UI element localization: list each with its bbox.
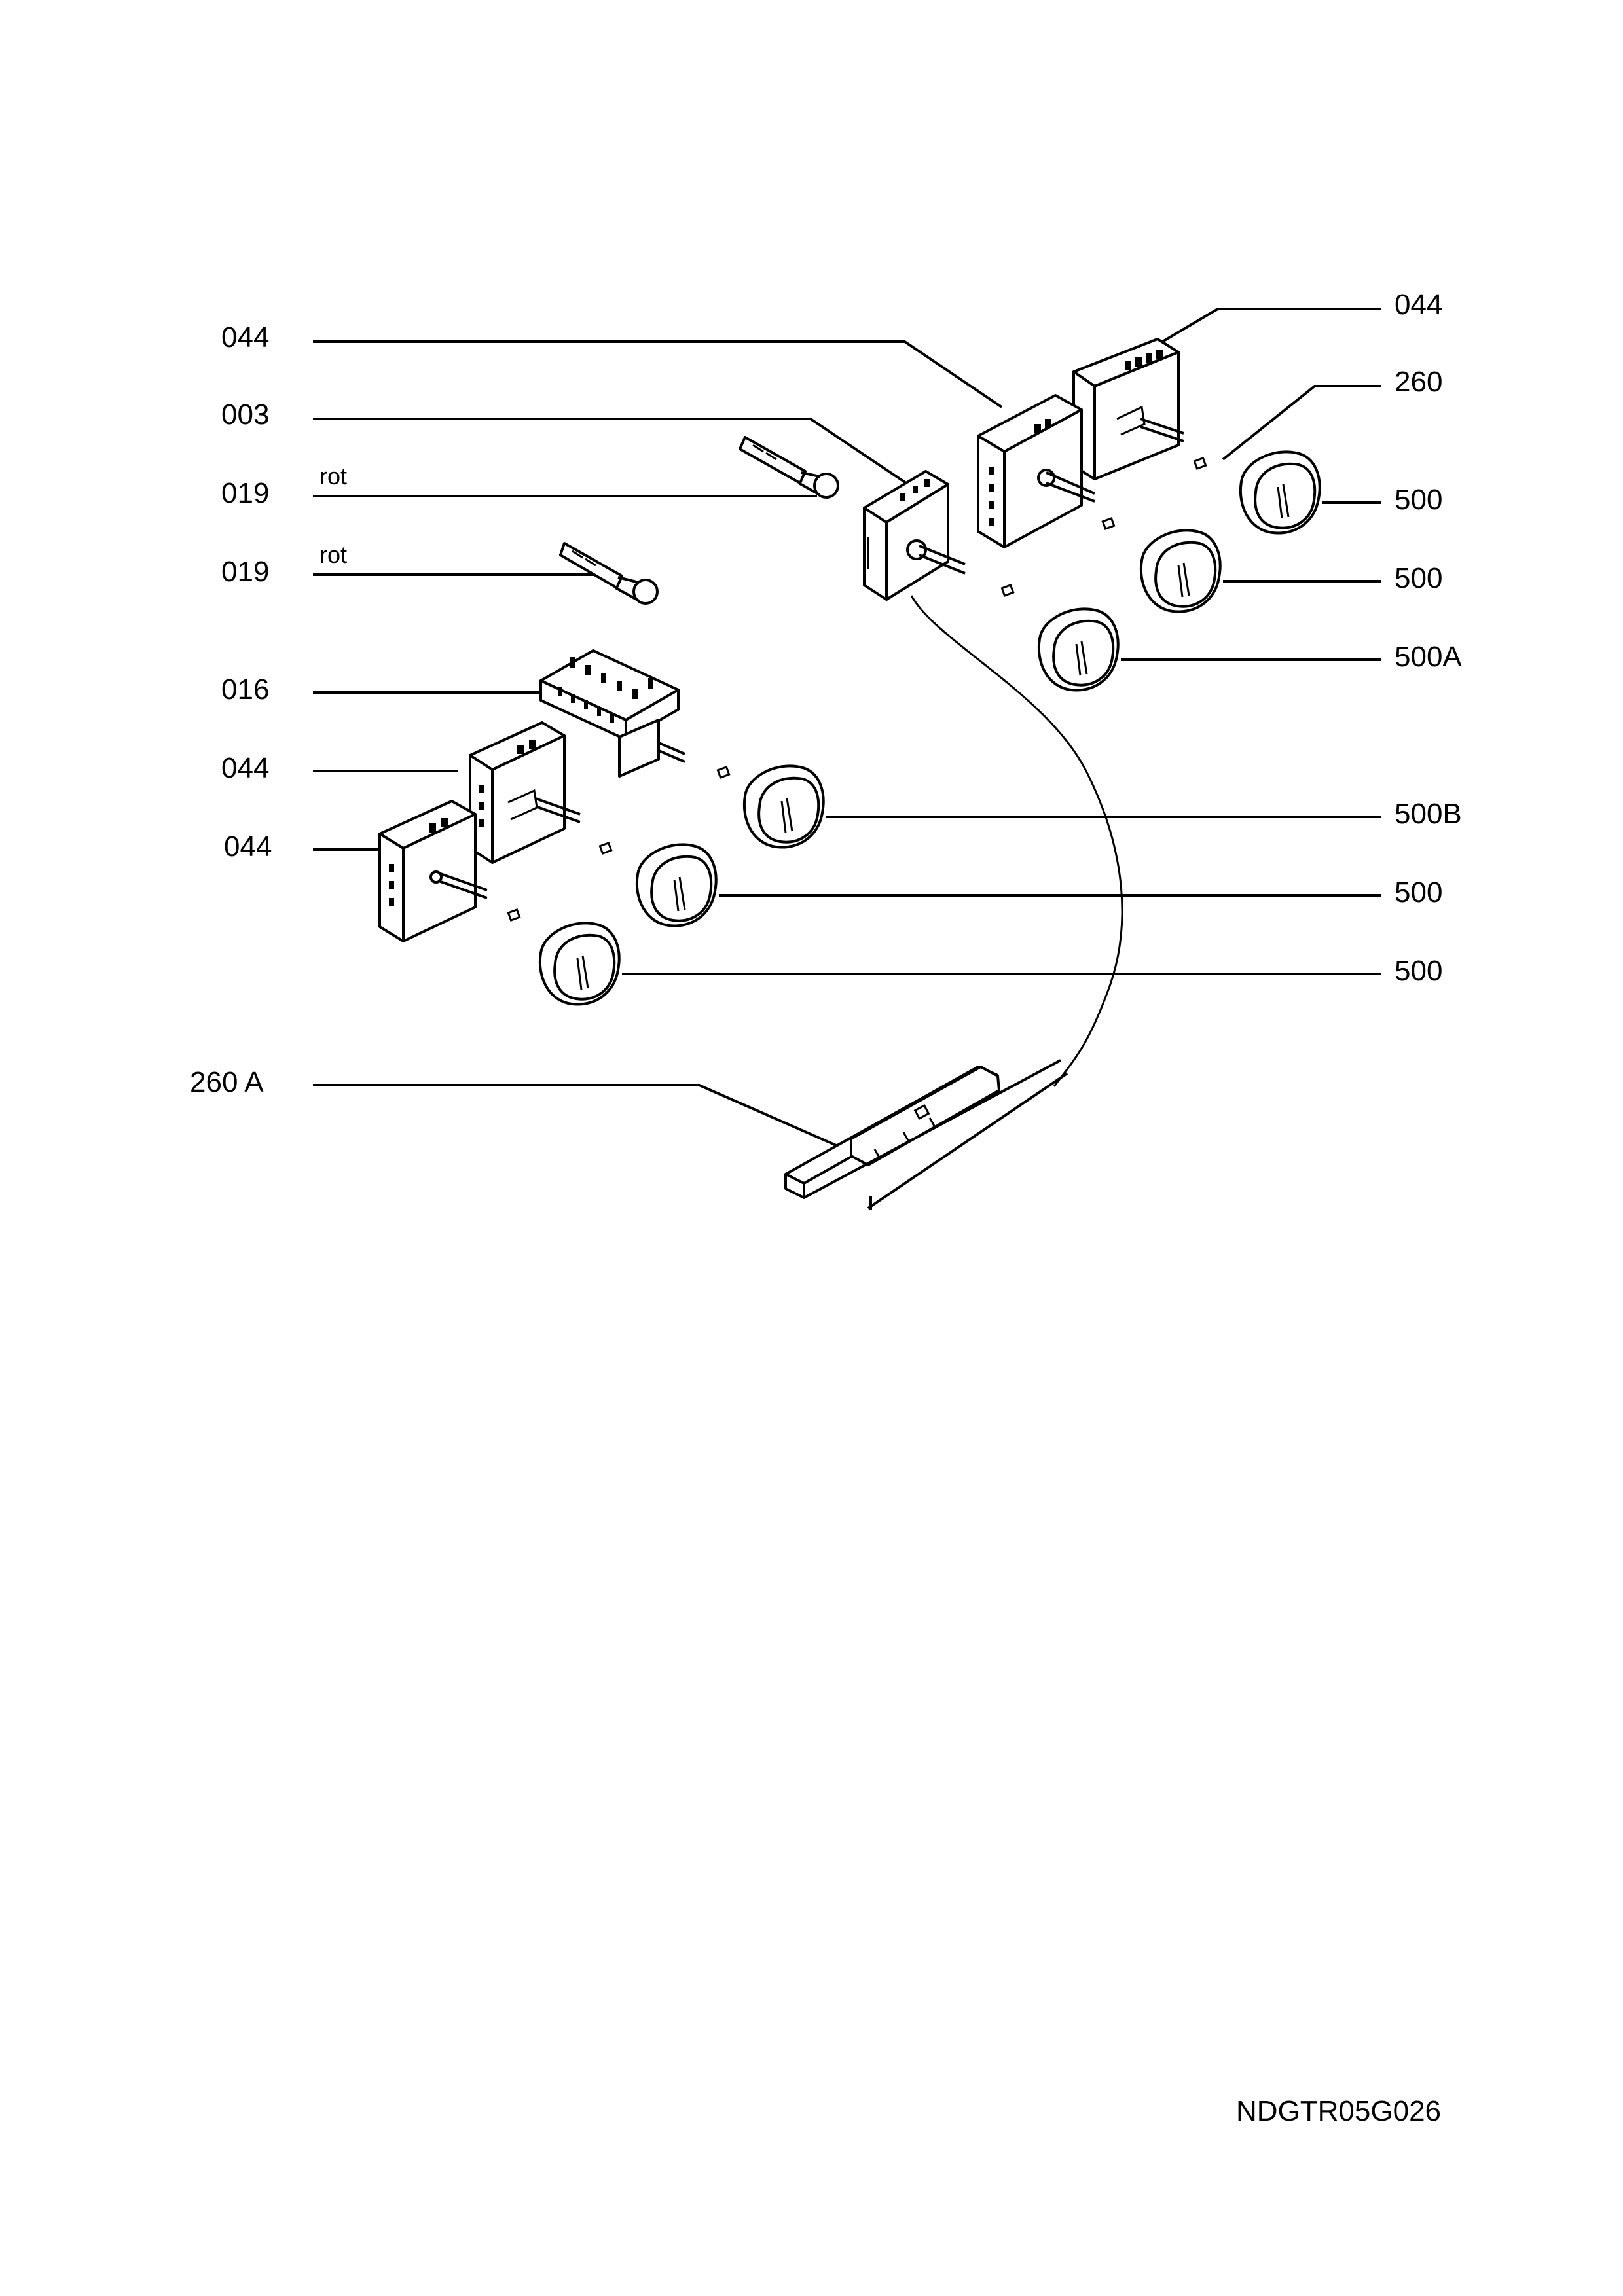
leader-044-right bbox=[1152, 308, 1381, 348]
label-500b: 500B bbox=[1395, 798, 1462, 830]
knob-500-fourth bbox=[538, 922, 621, 1006]
label-500a: 500A bbox=[1395, 641, 1462, 673]
leader-003 bbox=[313, 418, 911, 487]
label-044-lower: 044 bbox=[224, 831, 272, 863]
label-500-fourth: 500 bbox=[1395, 955, 1442, 987]
label-044-middle: 044 bbox=[221, 752, 269, 784]
capillary-wire bbox=[910, 595, 1123, 1087]
knob-500a bbox=[1037, 607, 1120, 692]
energy-regulator-044-middle bbox=[469, 721, 581, 864]
leader-260a bbox=[313, 1084, 852, 1153]
label-500-second: 500 bbox=[1395, 562, 1442, 594]
leader-044-top bbox=[313, 340, 1003, 408]
label-rot-lower: rot bbox=[319, 541, 347, 568]
energy-regulator-044-right bbox=[1072, 338, 1184, 480]
leader-lines bbox=[313, 308, 1381, 1153]
label-019-lower: 019 bbox=[221, 556, 269, 588]
thermostat-003 bbox=[863, 470, 966, 601]
spring-clips-260 bbox=[507, 457, 1207, 922]
drawing-code: NDGTR05G026 bbox=[1236, 2095, 1441, 2127]
label-019-upper: 019 bbox=[221, 477, 269, 509]
label-003: 003 bbox=[221, 399, 269, 431]
selector-switch-016 bbox=[539, 649, 685, 778]
label-500-first: 500 bbox=[1395, 484, 1442, 516]
mounting-bracket-260a bbox=[784, 1059, 1068, 1210]
indicator-lamp-019-upper bbox=[739, 436, 839, 499]
knob-500-third bbox=[635, 843, 718, 927]
label-rot-upper: rot bbox=[319, 463, 347, 490]
indicator-lamp-019-lower bbox=[559, 542, 659, 605]
knob-500b bbox=[742, 764, 825, 849]
label-044-right: 044 bbox=[1395, 289, 1442, 321]
leader-260-right bbox=[1222, 385, 1381, 461]
label-500-third: 500 bbox=[1395, 876, 1442, 908]
label-260-right: 260 bbox=[1395, 366, 1442, 398]
label-016: 016 bbox=[221, 673, 269, 706]
label-044-top: 044 bbox=[221, 321, 269, 353]
label-260a: 260 A bbox=[190, 1066, 264, 1098]
energy-regulator-044-top bbox=[977, 394, 1095, 548]
knob-500-second bbox=[1139, 529, 1222, 613]
knob-500-top-right bbox=[1239, 450, 1321, 535]
energy-regulator-044-lower bbox=[378, 800, 488, 942]
